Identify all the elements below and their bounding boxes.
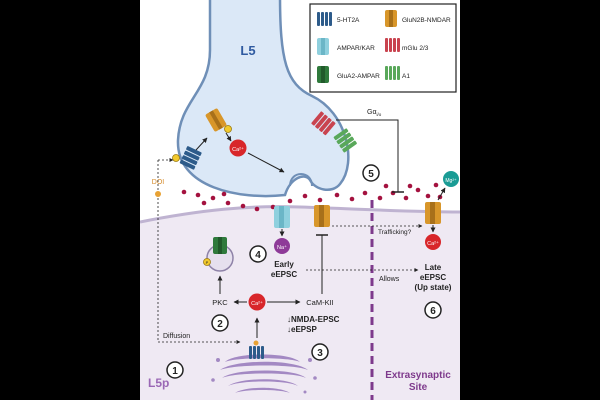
diagram-panel: 5-HT2A GluN2B-NMDAR AMPAR/KAR mGlu 2/3 G… <box>140 0 460 400</box>
late-eepsc-line1: Late <box>425 263 442 272</box>
a1-receptor-icon <box>385 66 400 80</box>
mglu23-receptor-icon <box>385 38 400 52</box>
step-6-number: 6 <box>430 306 436 317</box>
magnesium-ion <box>443 171 459 187</box>
extrasynaptic-label-line2: Site <box>409 382 428 393</box>
step-4-badge <box>249 245 267 263</box>
l5p-label: L5p <box>148 376 169 390</box>
step-3-number: 3 <box>317 348 323 359</box>
a1-receptor <box>333 128 357 153</box>
glutamate-dots <box>181 182 443 216</box>
diffusion-label: Diffusion <box>163 333 190 340</box>
sodium-ion <box>274 238 290 254</box>
fusing-vesicle <box>289 173 313 187</box>
legend-label-5ht2a: 5-HT2A <box>337 17 360 24</box>
l5-label: L5 <box>240 43 255 58</box>
step-5-number: 5 <box>368 169 374 180</box>
trafficking-label: Trafficking? <box>378 229 412 236</box>
mglu23-receptor <box>311 111 336 136</box>
doi-molecule <box>155 191 161 197</box>
presynaptic-calcium <box>229 139 247 157</box>
extrasynaptic-calcium-label: Ca²⁺ <box>427 240 439 247</box>
phospho-p-text: P <box>206 260 209 265</box>
late-eepsc-line2: eEPSC <box>420 273 446 282</box>
camk-label: CaM-KII <box>306 298 334 307</box>
step-2-badge <box>211 314 229 332</box>
postsynaptic-nmdar <box>314 205 330 227</box>
doi-label: DOI <box>152 179 165 186</box>
legend-label-nmdar: GluN2B-NMDAR <box>402 17 451 24</box>
legend-label-mglu: mGlu 2/3 <box>402 45 429 52</box>
pkc-label: PKC <box>212 298 228 307</box>
phospho-p <box>172 154 180 162</box>
arrow-nmdar-to-ca <box>225 132 232 142</box>
early-eepsc-line2: eEPSC <box>271 270 297 279</box>
sodium-label: Na⁺ <box>277 244 287 251</box>
step-6-badge <box>424 301 442 319</box>
nmda-epsc-label: ↓NMDA-EPSC <box>287 315 340 324</box>
step-1-number: 1 <box>172 366 178 377</box>
step-4-number: 4 <box>255 250 261 261</box>
phospho-p <box>224 125 232 133</box>
magnesium-label: Mg²⁺ <box>445 178 457 184</box>
gq-inhibition-line <box>336 119 399 192</box>
arrow-nmdar-mg-out <box>437 187 446 201</box>
ampar-kar-icon <box>317 38 329 55</box>
arrow-ca-to-vesicle <box>247 152 285 173</box>
arrow-5ht2a-to-nmdar <box>195 137 208 151</box>
postsynaptic-calcium <box>248 293 266 311</box>
presynaptic-5ht2a-receptor <box>179 146 202 170</box>
late-eepsc-line3: (Up state) <box>415 283 452 292</box>
nmdar-icon <box>385 10 397 27</box>
step-3-badge <box>311 343 329 361</box>
extrasynaptic-nmdar <box>425 202 441 224</box>
golgi-5ht2a-receptor <box>249 340 264 359</box>
step-1-badge <box>166 361 184 379</box>
early-eepsc-line1: Early <box>274 260 294 269</box>
extrasynaptic-label-line1: Extrasynaptic <box>385 370 451 381</box>
step-2-number: 2 <box>217 319 223 330</box>
5ht2a-receptor-icon <box>317 12 332 26</box>
legend: 5-HT2A GluN2B-NMDAR AMPAR/KAR mGlu 2/3 G… <box>309 3 457 93</box>
postsynaptic-ampar <box>274 206 290 228</box>
postsynaptic-membrane <box>140 205 460 224</box>
presynaptic-calcium-label: Ca²⁺ <box>232 146 244 153</box>
postsynaptic-calcium-label: Ca²⁺ <box>251 300 263 307</box>
endosome-phospho-p <box>203 258 211 266</box>
presynaptic-nmdar <box>205 108 227 132</box>
diffusion-path <box>157 198 241 344</box>
extrasynaptic-calcium <box>425 234 441 250</box>
legend-label-ampar: AMPAR/KAR <box>337 45 375 52</box>
step-5-badge <box>362 164 380 182</box>
legend-label-glua2: GluA2-AMPAR <box>337 73 380 80</box>
legend-label-a1: A1 <box>402 73 410 80</box>
eepsp-label: ↓eEPSP <box>287 325 317 334</box>
endosome-glua2-ampar <box>213 237 227 254</box>
allows-label: Allows <box>379 276 400 283</box>
gq-label: Gαi/o <box>367 109 382 117</box>
synapse-diagram: 5-HT2A GluN2B-NMDAR AMPAR/KAR mGlu 2/3 G… <box>140 0 460 400</box>
glua2-ampar-icon <box>317 66 329 83</box>
